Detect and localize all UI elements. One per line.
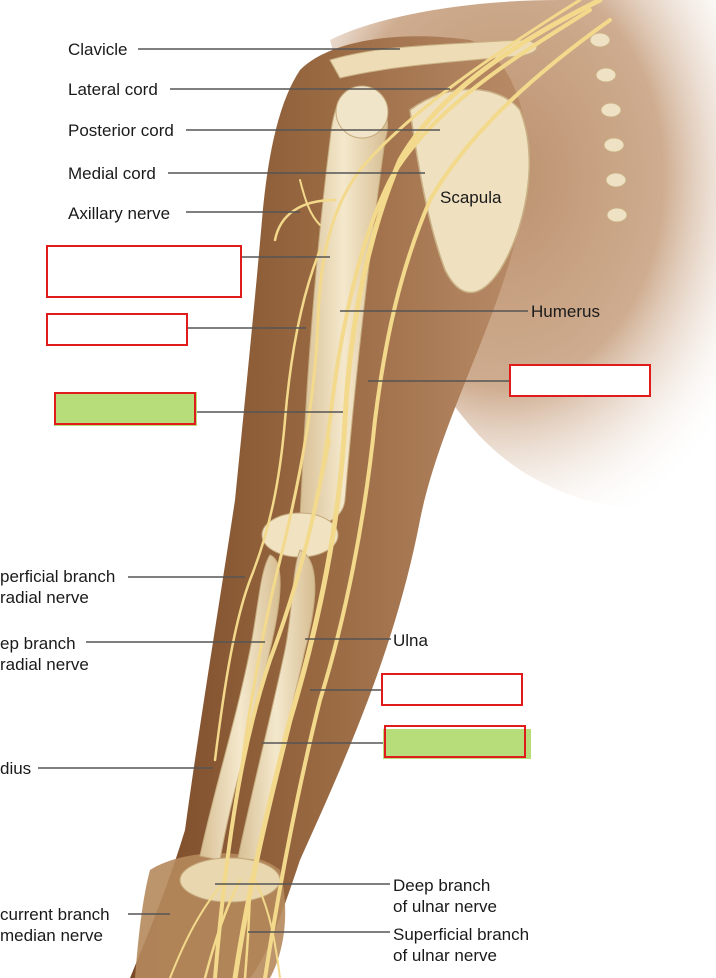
nerves — [169, 0, 612, 978]
vertebrae — [589, 32, 628, 223]
scapula-bone — [409, 88, 530, 294]
label-recurrent-median: current branch median nerve — [0, 905, 110, 945]
humeral-head — [335, 85, 389, 139]
label-humerus: Humerus — [531, 302, 600, 321]
label-lateral-cord: Lateral cord — [68, 80, 158, 99]
answer-box-2[interactable] — [46, 313, 188, 346]
label-radius: dius — [0, 759, 32, 778]
answer-box-6[interactable] — [384, 725, 526, 758]
clavicle-bone — [329, 39, 538, 79]
label-clavicle: Clavicle — [68, 40, 128, 59]
wrist — [179, 857, 281, 903]
answer-box-5[interactable] — [381, 673, 523, 706]
label-superficial-ulnar: Superficial branch of ulnar nerve — [393, 925, 530, 965]
label-superficial-radial: perficial branch radial nerve — [0, 567, 116, 607]
answer-box-4[interactable] — [509, 364, 651, 397]
label-axillary-nerve: Axillary nerve — [68, 204, 171, 223]
highlight-fill-1 — [54, 392, 197, 426]
answer-box-1[interactable] — [46, 245, 242, 298]
leader-lines — [38, 48, 528, 933]
label-ulna: Ulna — [393, 631, 428, 650]
answer-box-3[interactable] — [54, 392, 196, 425]
label-deep-radial: ep branch radial nerve — [0, 634, 89, 674]
highlight-fill-2 — [383, 729, 531, 759]
label-posterior-cord: Posterior cord — [68, 121, 174, 140]
label-medial-cord: Medial cord — [68, 164, 156, 183]
label-deep-ulnar: Deep branch of ulnar nerve — [393, 876, 497, 916]
label-scapula: Scapula — [440, 188, 502, 207]
